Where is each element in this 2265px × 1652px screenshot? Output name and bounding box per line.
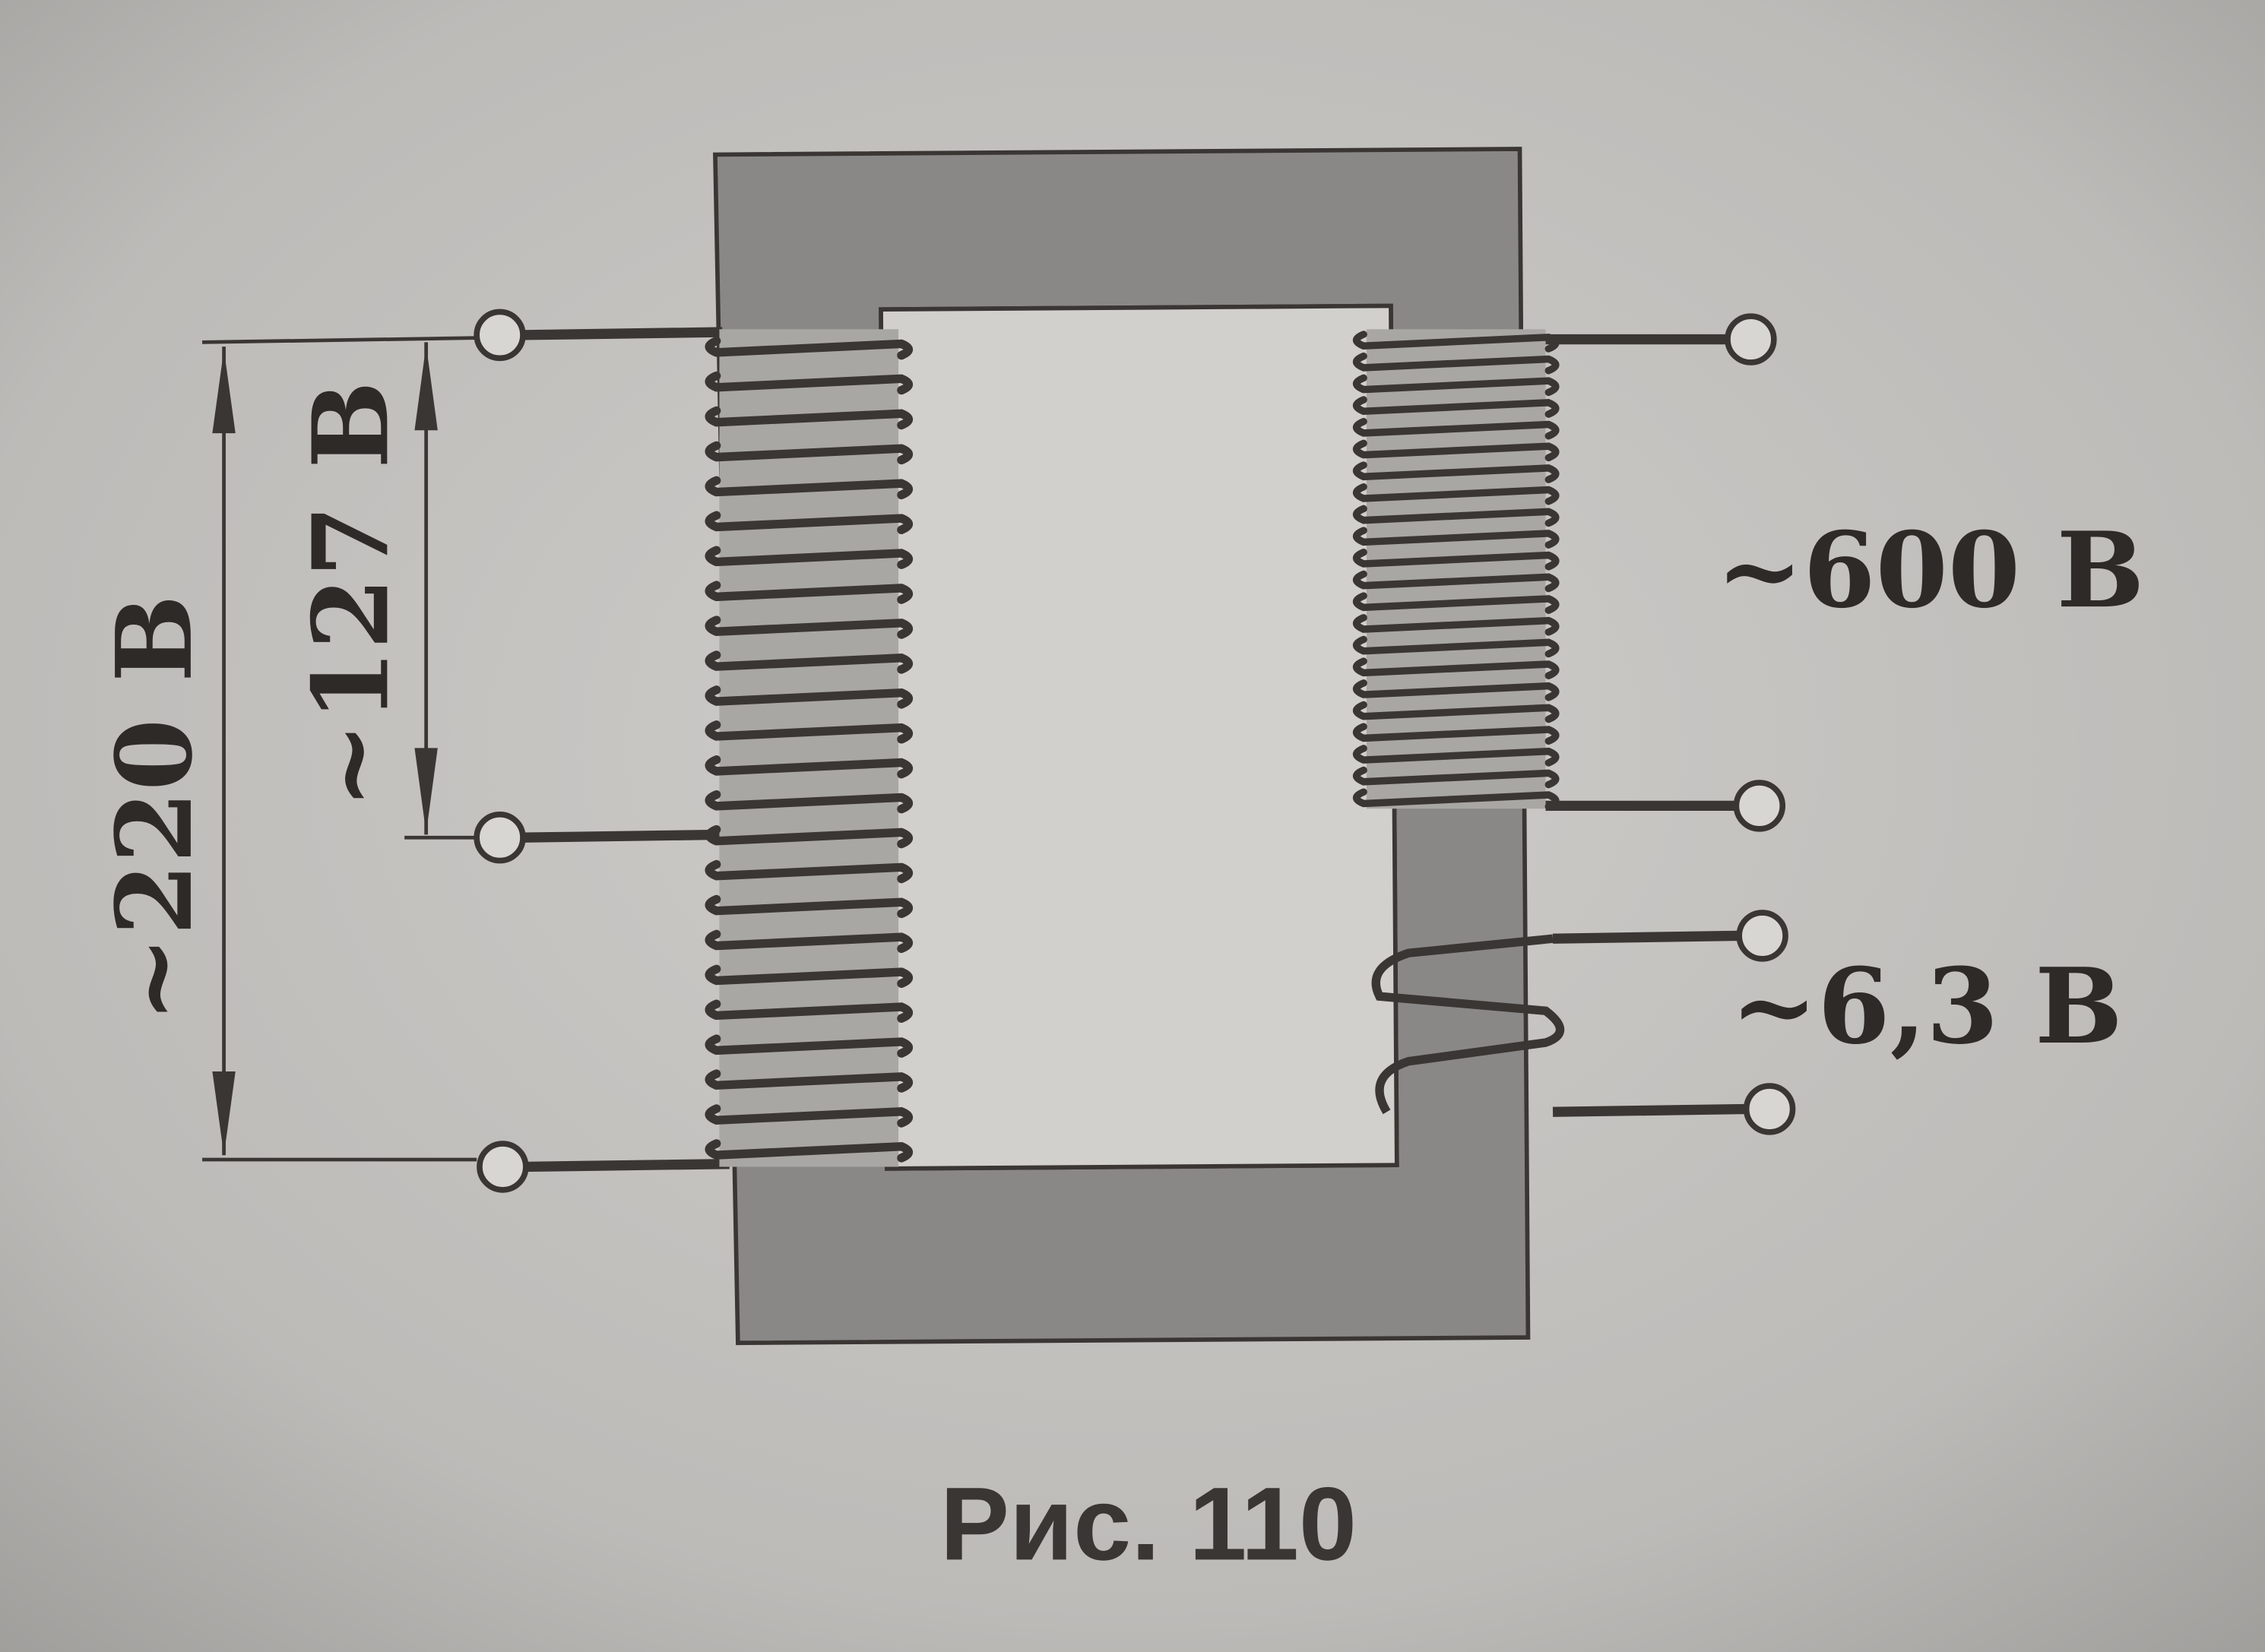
secondary-coil-low-voltage (1371, 934, 1565, 1115)
secondary-coil-high-voltage (1353, 329, 1560, 811)
primary-coil (705, 329, 913, 1167)
terminal-right-1 (1725, 313, 1777, 366)
terminal-right-3 (1736, 910, 1788, 962)
dimension-lines (202, 336, 477, 1162)
figure-caption: Рис. 110 (940, 1465, 1357, 1581)
label-600v: ~600 В (1716, 510, 2145, 631)
label-6-3v: ~6,3 В (1731, 946, 2123, 1068)
terminal-left-tap (474, 811, 526, 864)
label-220v: ~220 В (94, 594, 216, 1023)
terminal-right-2 (1733, 780, 1786, 832)
terminal-left-bottom (477, 1141, 529, 1193)
terminal-right-4 (1743, 1083, 1796, 1135)
label-127v: ~127 В (290, 381, 412, 809)
terminals (474, 309, 1796, 1193)
terminal-left-top (474, 309, 526, 362)
